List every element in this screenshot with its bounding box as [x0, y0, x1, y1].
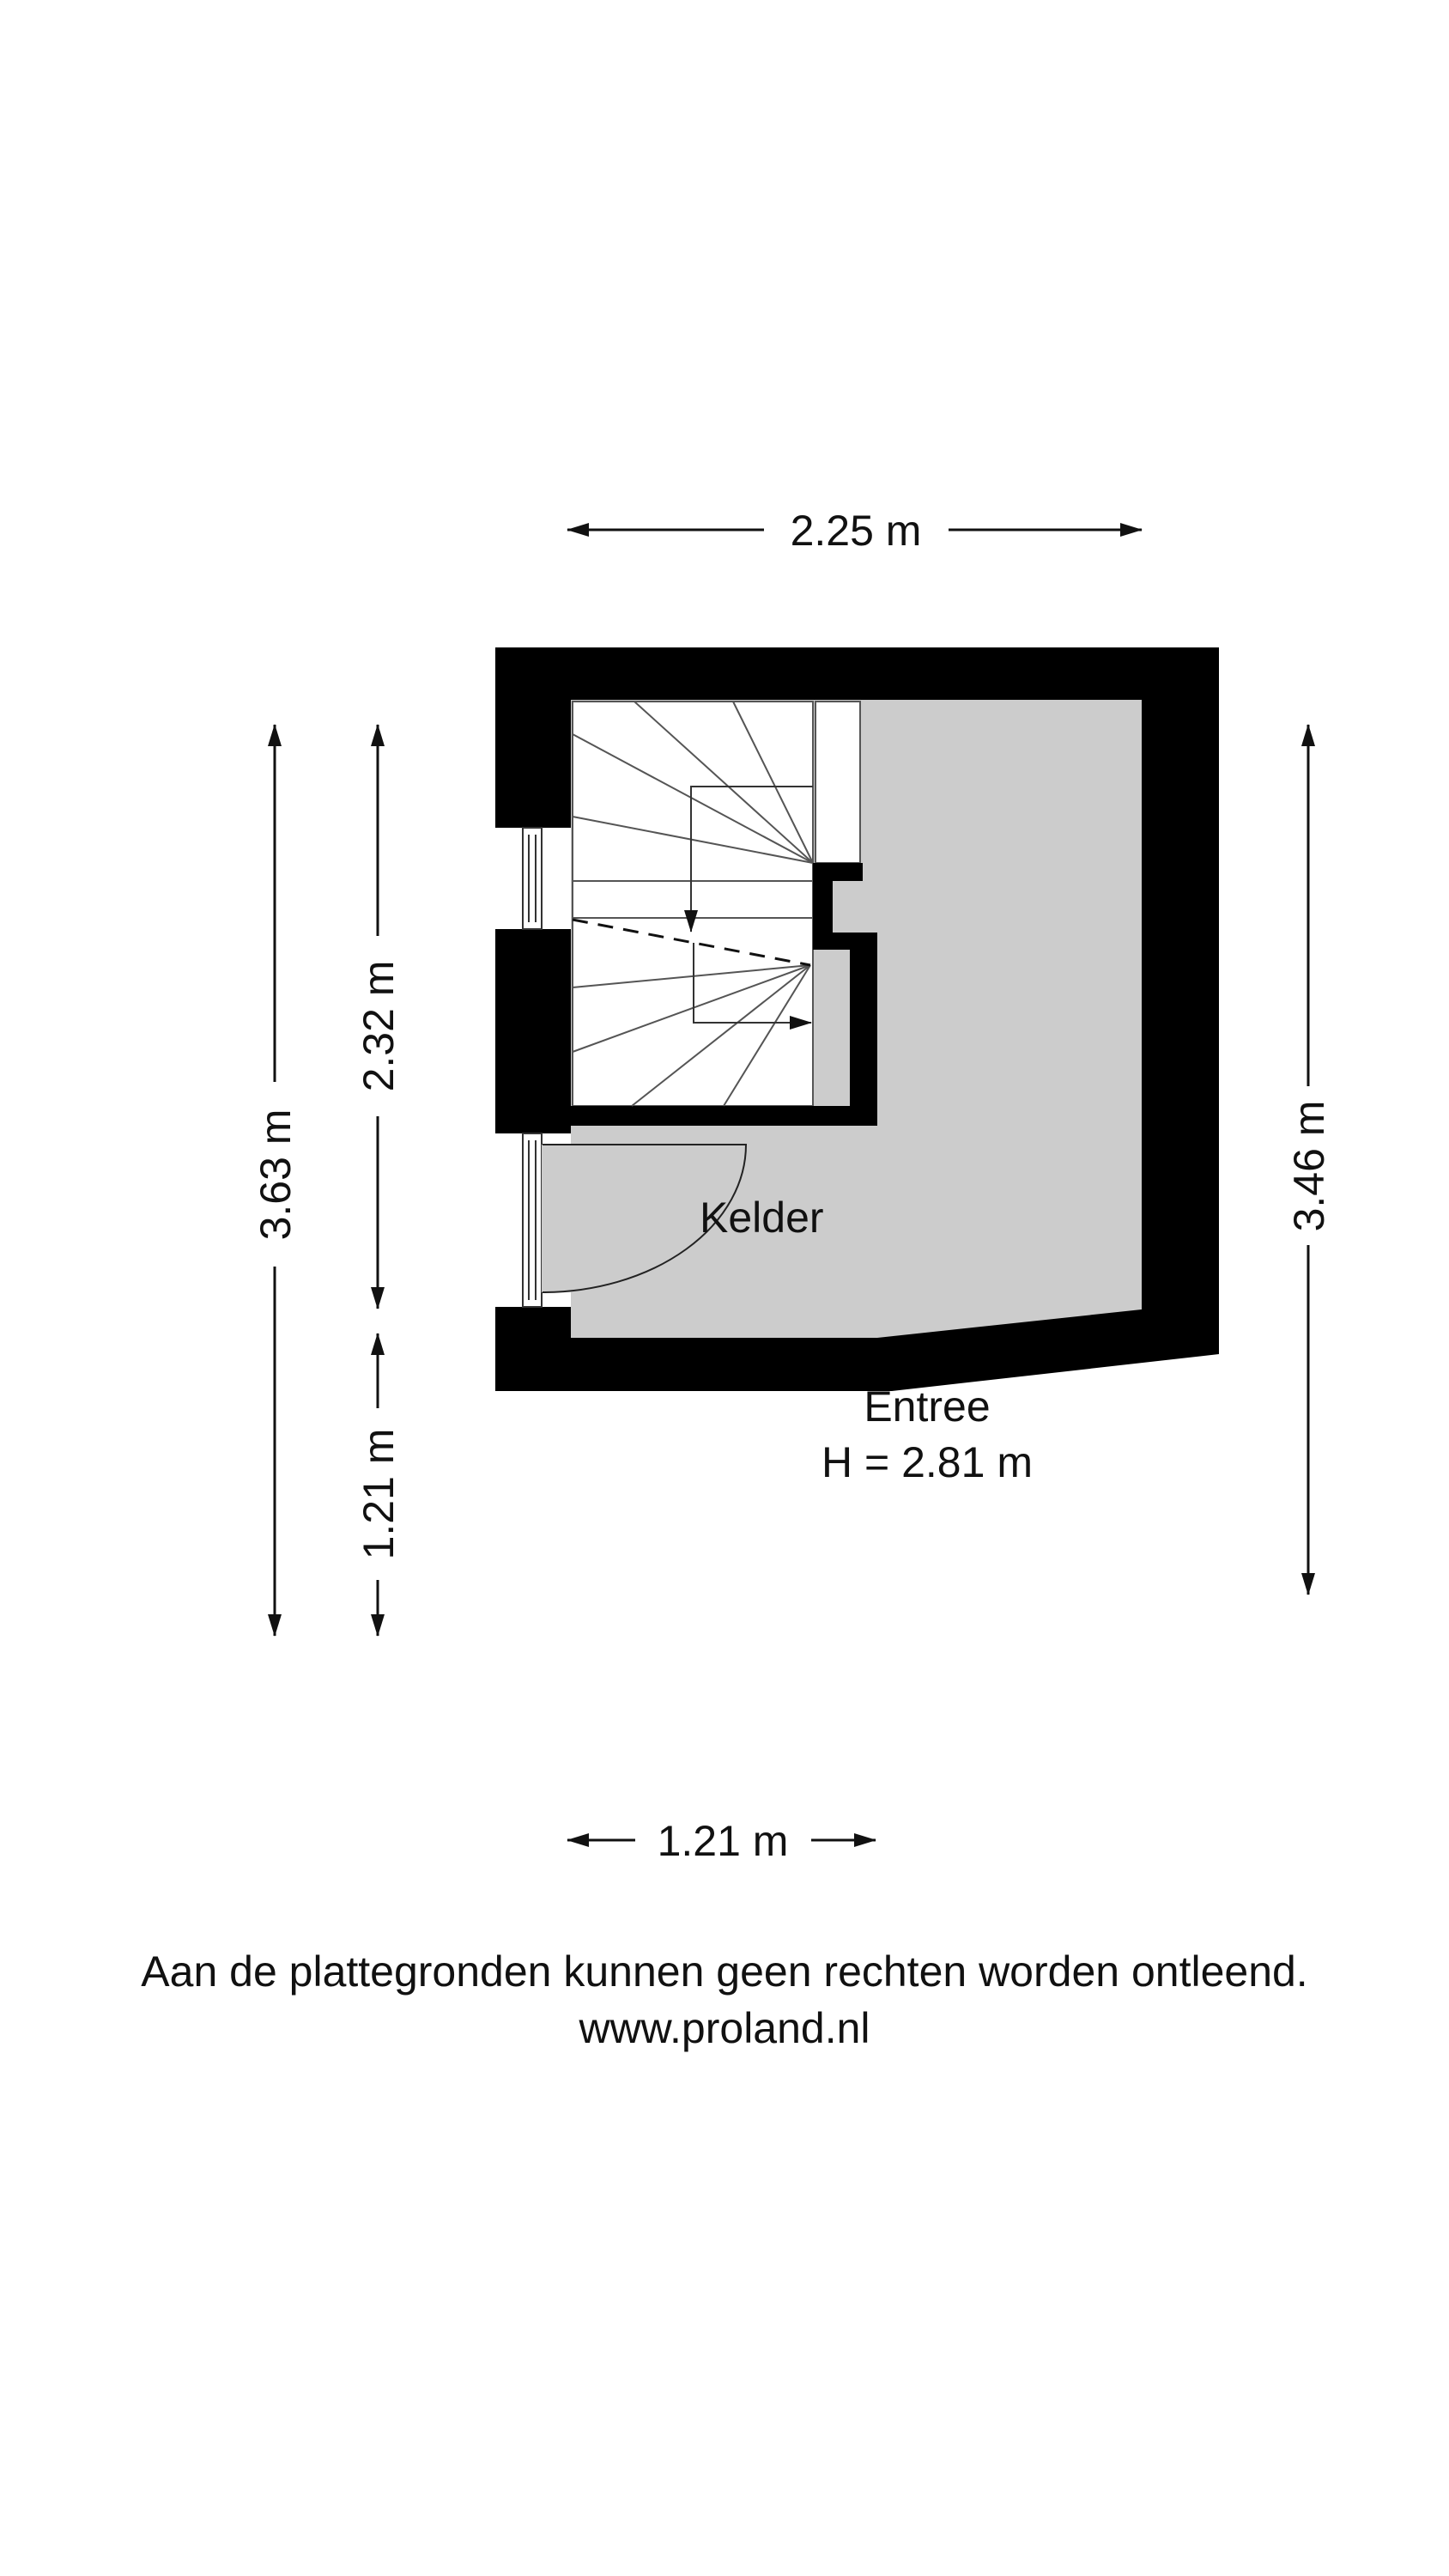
dim-bottom-width: 1.21 m	[658, 1817, 789, 1865]
dim-top-width: 2.25 m	[791, 507, 922, 555]
dim-left-upper: 2.32 m	[355, 961, 403, 1092]
entrance-door	[495, 1133, 748, 1308]
disclaimer: Aan de plattegronden kunnen geen rechten…	[141, 1947, 1308, 1996]
staircase	[571, 701, 877, 1126]
room-name: Entree	[864, 1382, 990, 1431]
dim-left-lower: 1.21 m	[355, 1429, 403, 1560]
stair-label: Kelder	[700, 1194, 824, 1242]
dim-right-height: 3.46 m	[1285, 1101, 1333, 1232]
dim-left-total: 3.63 m	[252, 1109, 300, 1241]
room-height: H = 2.81 m	[822, 1438, 1033, 1486]
website-link[interactable]: www.proland.nl	[579, 2004, 870, 2052]
window	[495, 827, 571, 930]
